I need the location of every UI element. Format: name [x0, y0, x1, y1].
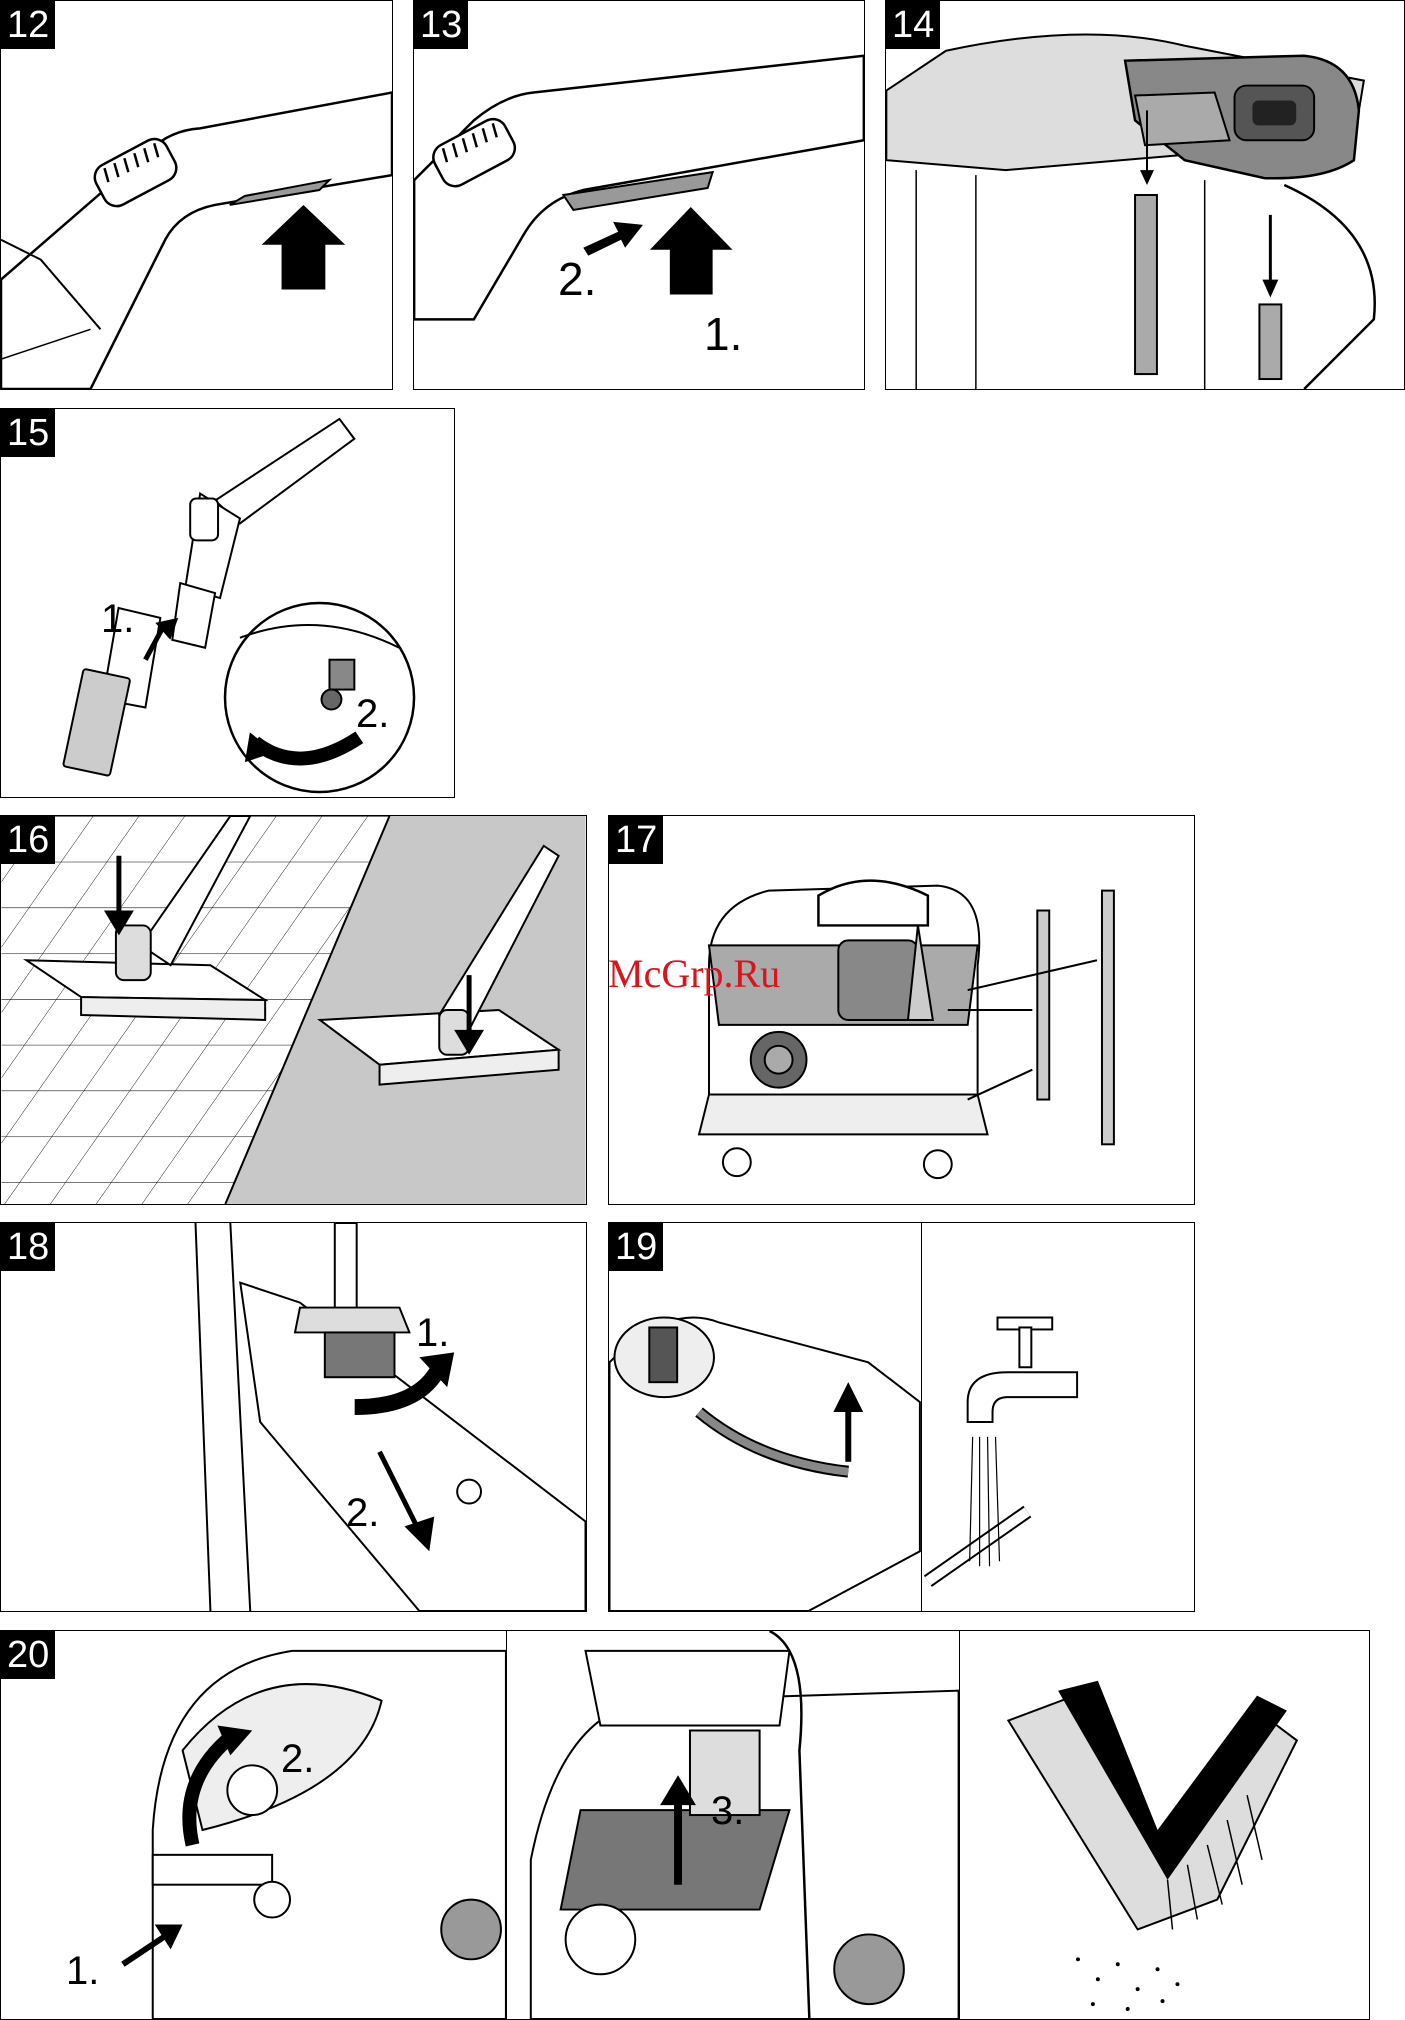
floor-nozzle-switch-illustration [1, 816, 586, 1204]
figure-14: 14 [885, 0, 1405, 390]
filter-removal-illustration [1, 1631, 1369, 2019]
step-label-1: 1. [416, 1313, 449, 1353]
figure-number: 20 [1, 1631, 55, 1679]
figure-number: 14 [886, 1, 940, 49]
accessory-storage-illustration [609, 816, 1194, 1204]
figure-18: 18 1. 2. [0, 1222, 587, 1612]
figure-13: 13 2. 1. [413, 0, 865, 390]
nozzle-attach-illustration [1, 409, 454, 797]
step-label-2: 2. [346, 1493, 379, 1533]
up-arrow-icon [650, 207, 733, 295]
figure-number: 19 [609, 1223, 663, 1271]
figure-20: 20 1. 2. 3. [0, 1630, 1370, 2020]
figure-number: 15 [1, 409, 55, 457]
step-label-1: 1. [66, 1951, 99, 1991]
panel-divider [921, 1223, 922, 1611]
right-arrow-icon [583, 222, 643, 256]
panel-divider [506, 1631, 507, 2019]
step-label-1: 1. [704, 311, 742, 357]
figure-number: 12 [1, 1, 55, 49]
handle-release-illustration [1, 1, 392, 389]
step-label-1: 1. [101, 599, 134, 639]
figure-19: 19 [608, 1222, 1195, 1612]
figure-number: 18 [1, 1223, 55, 1271]
filter-cover-illustration [886, 1, 1404, 389]
hose-rinse-illustration [609, 1223, 1194, 1611]
figure-16: 16 [0, 815, 587, 1205]
panel-divider [959, 1631, 960, 2019]
handle-detach-illustration [414, 1, 864, 389]
drain-plug-illustration [1, 1223, 586, 1611]
figure-number: 16 [1, 816, 55, 864]
figure-number: 17 [609, 816, 663, 864]
up-arrow-icon [262, 205, 346, 290]
step-label-2: 2. [281, 1739, 314, 1779]
figure-15: 15 1. 2. [0, 408, 455, 798]
figure-17: 17 [608, 815, 1195, 1205]
figure-number: 13 [414, 1, 468, 49]
step-label-3: 3. [711, 1791, 744, 1831]
step-label-2: 2. [356, 694, 389, 734]
step-label-2: 2. [558, 256, 596, 302]
figure-12: 12 [0, 0, 393, 390]
watermark: McGrp.Ru [608, 950, 780, 997]
